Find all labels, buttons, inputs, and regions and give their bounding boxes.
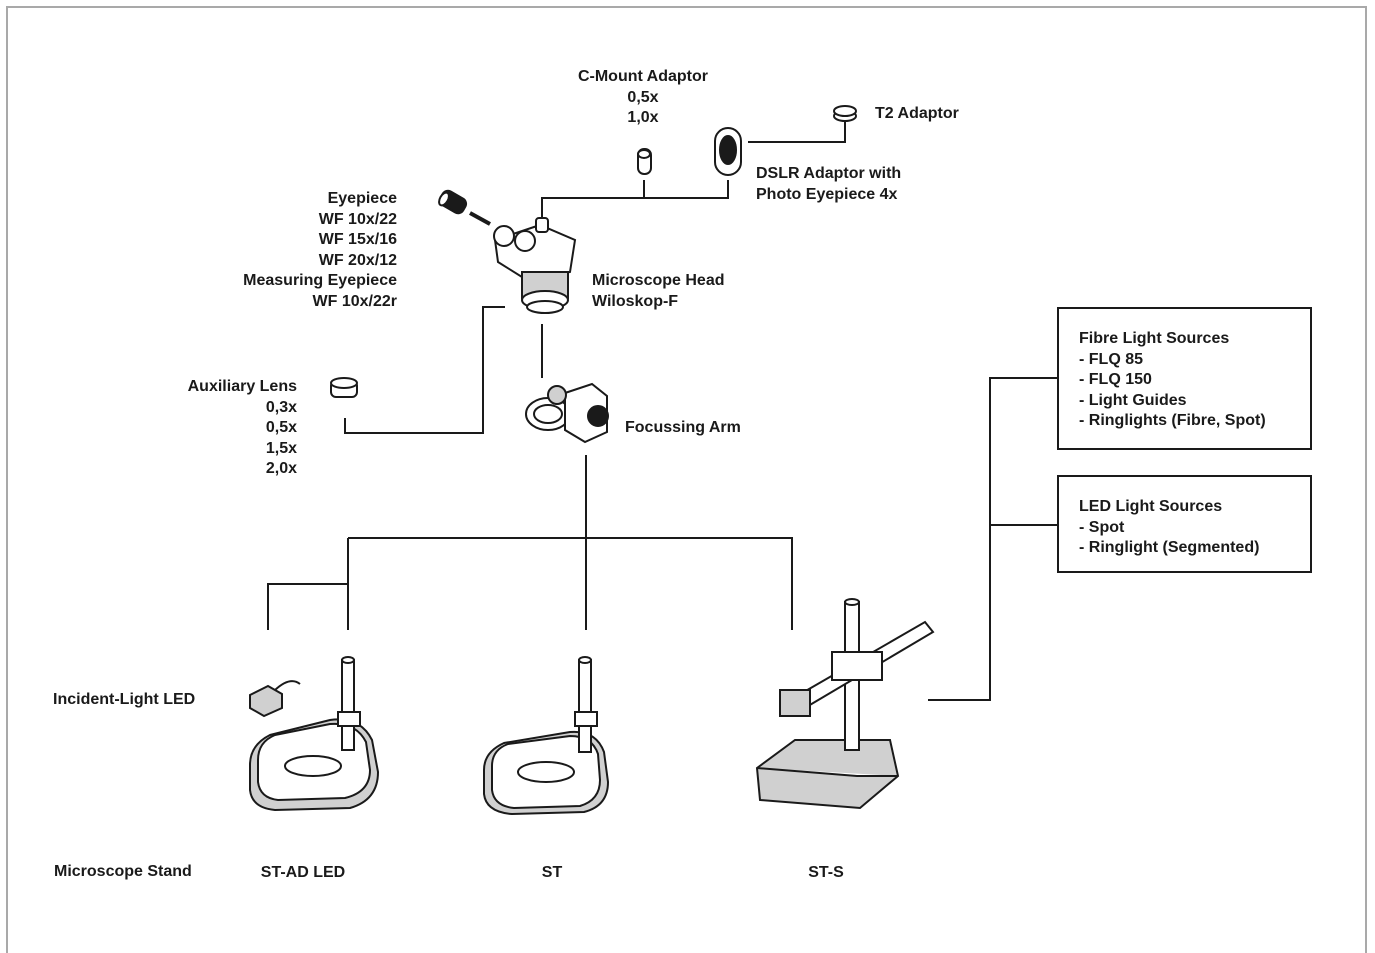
stand-model-st-ad-led: ST-AD LED [260, 864, 346, 881]
t2-adaptor-label: T2 Adaptor [875, 105, 959, 122]
fibre-box-line: - FLQ 85 [1079, 350, 1144, 368]
stand-st-ad-led-drawing [249, 656, 380, 812]
auxiliary-lens-drawing [330, 377, 358, 398]
led-box-line: - Ringlight (Segmented) [1079, 539, 1260, 556]
eyepiece-line: WF 10x/22 [318, 210, 397, 228]
c-mount-title: C-Mount Adaptor [577, 68, 709, 85]
microscope-stand-label: Microscope Stand [54, 863, 192, 880]
eyepiece-line: Measuring Eyepiece [243, 272, 397, 289]
head-line: Microscope Head [592, 272, 725, 289]
stand-st-s-drawing [755, 598, 935, 810]
eyepiece-line: WF 20x/12 [318, 251, 397, 269]
t2-adaptor-drawing [833, 105, 857, 122]
c-mount-option: 1,0x [627, 109, 659, 126]
eyepiece-line: WF 15x/16 [318, 231, 397, 248]
microscope-head-label: Microscope Head Wiloskop-F [592, 271, 724, 312]
fibre-light-sources-box: Fibre Light Sources - FLQ 85 - FLQ 150 -… [1057, 307, 1312, 450]
eyepiece-line: Eyepiece [327, 190, 397, 207]
aux-lens-option: 0,3x [265, 398, 297, 416]
fibre-box-line: - Ringlights (Fibre, Spot) [1079, 412, 1266, 429]
fibre-box-line: Fibre Light Sources [1079, 330, 1230, 347]
stand-model-st-s: ST-S [808, 864, 844, 881]
auxiliary-lens-label: Auxiliary Lens 0,3x 0,5x 1,5x 2,0x [150, 377, 297, 480]
eyepiece-line: WF 10x/22r [312, 292, 397, 310]
head-line: Wiloskop-F [592, 292, 679, 310]
dslr-adaptor-label: DSLR Adaptor with Photo Eyepiece 4x [756, 164, 901, 205]
fibre-box-line: - Light Guides [1079, 391, 1187, 409]
aux-lens-option: 0,5x [265, 419, 297, 436]
c-mount-adaptor-label: C-Mount Adaptor 0,5x 1,0x [562, 67, 724, 129]
aux-lens-title: Auxiliary Lens [187, 378, 297, 395]
led-box-line: - Spot [1079, 518, 1125, 536]
aux-lens-option: 2,0x [265, 460, 297, 477]
eyepiece-drawing [438, 189, 468, 215]
incident-light-led-label: Incident-Light LED [53, 691, 196, 708]
fibre-box-line: - FLQ 150 [1079, 371, 1152, 388]
dslr-adaptor-drawing [714, 127, 742, 176]
stand-model-st: ST [541, 864, 563, 881]
dslr-line: Photo Eyepiece 4x [756, 185, 898, 203]
dslr-line: DSLR Adaptor with [756, 165, 902, 182]
incident-light-led-drawing [249, 680, 301, 718]
focussing-arm-label: Focussing Arm [625, 419, 741, 436]
eyepiece-label: Eyepiece WF 10x/22 WF 15x/16 WF 20x/12 M… [200, 189, 397, 312]
stand-st-drawing [483, 656, 610, 816]
c-mount-option: 0,5x [627, 88, 659, 106]
microscope-head-drawing [493, 217, 577, 314]
c-mount-drawing [637, 148, 652, 175]
led-box-line: LED Light Sources [1079, 498, 1223, 515]
led-light-sources-box: LED Light Sources - Spot - Ringlight (Se… [1057, 475, 1312, 573]
diagram-frame [6, 6, 1367, 953]
focussing-arm-drawing [525, 382, 609, 444]
aux-lens-option: 1,5x [265, 439, 297, 457]
